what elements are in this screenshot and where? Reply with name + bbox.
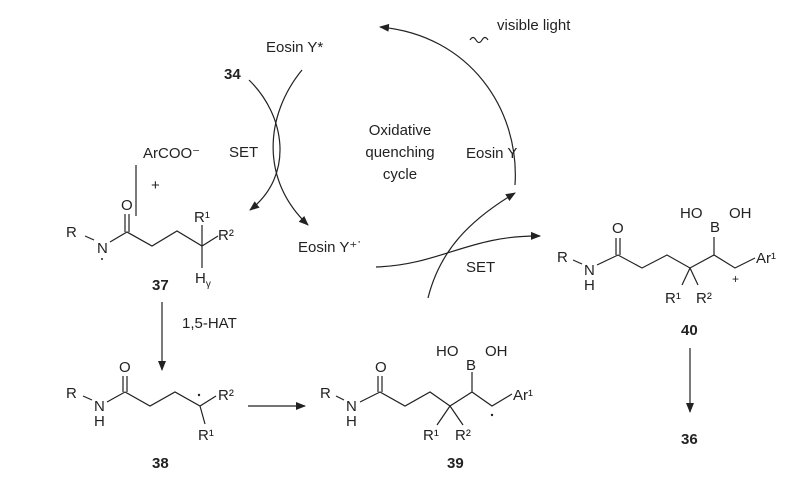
hydrogen: H xyxy=(94,413,105,430)
hydrogen: H xyxy=(346,413,357,430)
r-group: R xyxy=(66,224,77,241)
nitrogen: N xyxy=(584,262,595,279)
r1: R¹ xyxy=(194,209,210,226)
boron: B xyxy=(710,219,720,236)
ar1: Ar¹ xyxy=(513,387,533,404)
set-label-bottom: SET xyxy=(466,259,495,276)
set-arrow-bottom-2 xyxy=(427,192,516,299)
compound-40: R N H O HO B OH + Ar¹ R¹ R² 40 xyxy=(557,205,776,339)
r1: R¹ xyxy=(198,427,214,444)
compound-38: R N H O R² R¹ 38 xyxy=(66,359,234,472)
eosin-radical-cation: Eosin Y⁺˙ xyxy=(298,239,362,256)
oxygen: O xyxy=(119,359,131,376)
oxygen: O xyxy=(375,359,387,376)
set-label-left: SET xyxy=(229,144,258,161)
hydroxyl-1: HO xyxy=(436,343,459,360)
set-arrow-bottom-1 xyxy=(375,231,541,268)
r2: R² xyxy=(696,290,712,307)
r2: R² xyxy=(455,427,471,444)
carboxylate: ArCOO⁻ xyxy=(143,145,200,162)
hydroxyl-2: OH xyxy=(485,343,508,360)
hydroxyl-2: OH xyxy=(729,205,752,222)
h-gamma: Hγ xyxy=(195,270,211,290)
compound-39-label: 39 xyxy=(447,455,464,472)
r-group: R xyxy=(557,249,568,266)
nitrogen: N xyxy=(94,398,105,415)
compound-37: ArCOO⁻ + R N O R¹ R² Hγ 37 xyxy=(66,145,234,294)
compound-39: R N H O HO B OH Ar¹ R¹ R² 39 xyxy=(320,343,533,472)
r-group: R xyxy=(66,385,77,402)
r1: R¹ xyxy=(665,290,681,307)
nitrogen: N xyxy=(97,240,108,257)
set-arrow-34 xyxy=(248,79,281,211)
cycle-name-1: Oxidative xyxy=(369,122,432,139)
cycle-name-3: cycle xyxy=(383,166,417,183)
r1: R¹ xyxy=(423,427,439,444)
visible-light-label: visible light xyxy=(497,17,571,34)
oxygen: O xyxy=(612,220,624,237)
r2: R² xyxy=(218,227,234,244)
light-arrow xyxy=(379,23,516,186)
compound-38-label: 38 xyxy=(152,455,169,472)
cation-charge: + xyxy=(732,272,739,286)
hydrogen: H xyxy=(584,277,595,294)
compound-34-label: 34 xyxy=(224,66,241,83)
boron: B xyxy=(466,357,476,374)
r2: R² xyxy=(218,387,234,404)
plus-sign: + xyxy=(151,177,160,194)
hydroxyl-1: HO xyxy=(680,205,703,222)
compound-40-label: 40 xyxy=(681,322,698,339)
compound-37-label: 37 xyxy=(152,277,169,294)
cycle-name-2: quenching xyxy=(365,144,434,161)
eosin-ground: Eosin Y xyxy=(466,145,517,162)
r-group: R xyxy=(320,385,331,402)
set-arrow-eosin xyxy=(272,69,309,226)
hat-label: 1,5-HAT xyxy=(182,315,237,332)
compound-36-label: 36 xyxy=(681,431,698,448)
oxygen: O xyxy=(121,197,133,214)
nitrogen: N xyxy=(346,398,357,415)
eosin-excited: Eosin Y* xyxy=(266,39,323,56)
ar1: Ar¹ xyxy=(756,250,776,267)
light-squiggle-icon xyxy=(469,36,489,44)
